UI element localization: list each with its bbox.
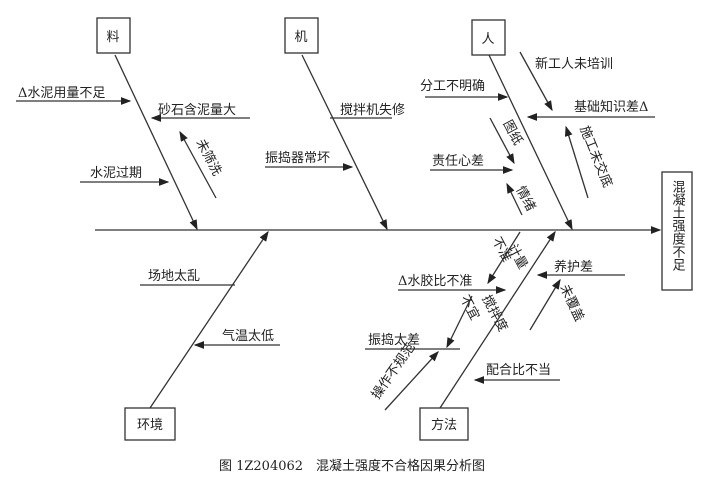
cause: Δ水胶比不准: [398, 273, 472, 289]
category-material: 料: [106, 30, 119, 45]
cause: 未筛洗: [192, 137, 224, 178]
category-environment: 环境: [137, 418, 163, 433]
bone-environment: [149, 230, 269, 409]
cause: 配合比不当: [486, 363, 551, 378]
category-man: 人: [481, 32, 494, 47]
cause: 搅拌机失修: [340, 102, 405, 118]
cause: 基础知识差Δ: [574, 99, 648, 115]
cause: 养护差: [554, 259, 593, 275]
cause: Δ水泥用量不足: [18, 86, 105, 101]
category-machine: 机: [294, 30, 307, 45]
cause: 振捣器常坏: [265, 150, 330, 166]
cause: 责任心差: [432, 154, 484, 169]
category-method: 方法: [431, 417, 457, 433]
figure-caption: 图 1Z204062 混凝土强度不合格因果分析图: [219, 458, 485, 474]
cause: 水泥过期: [90, 166, 142, 181]
cause: 振捣太差: [368, 332, 420, 348]
bone-material: [114, 54, 198, 231]
cause: 不宜: [456, 293, 481, 323]
bone-method: [439, 230, 556, 409]
cause: 砂石含泥量大: [158, 102, 236, 118]
bone-man: [488, 54, 573, 231]
effect-label: 混凝土强度不足: [670, 180, 686, 272]
cause: 气温太低: [222, 328, 274, 344]
bone-machine: [301, 54, 388, 231]
cause: 搅拌度: [478, 292, 510, 334]
cause: 新工人未培训: [535, 56, 613, 72]
cause: 分工不明确: [420, 79, 485, 94]
cause: 情绪: [512, 184, 537, 214]
cause: 未覆盖: [556, 282, 586, 324]
cause: 不准: [488, 235, 513, 265]
cause: 场地太乱: [148, 269, 200, 284]
